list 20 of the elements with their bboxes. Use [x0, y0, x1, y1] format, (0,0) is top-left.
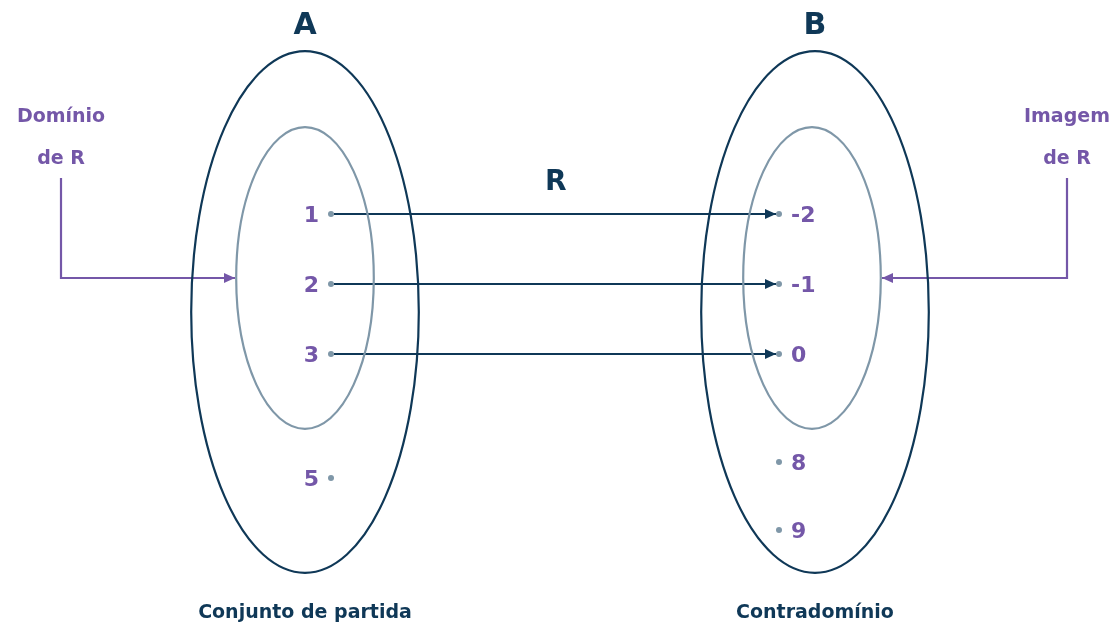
element-value: 5: [303, 465, 319, 491]
leader-arrow: [882, 178, 1069, 283]
callout-text: Domínio de R: [15, 103, 107, 170]
arrow: [334, 209, 776, 219]
set-label: B: [802, 5, 828, 43]
element-value: 2: [303, 271, 319, 297]
element-value: 3: [303, 341, 319, 367]
element-value: 1: [303, 201, 319, 227]
element-value: 0: [791, 341, 807, 367]
set-caption: Contradomínio: [735, 599, 895, 624]
callout-text: Imagem de R: [1023, 103, 1111, 170]
element-value: -2: [791, 201, 816, 227]
leader-arrow: [59, 178, 235, 283]
arrow: [334, 279, 776, 289]
set-caption: Conjunto de partida: [197, 599, 413, 624]
element-value: 8: [791, 449, 807, 475]
arrow: [334, 349, 776, 359]
element-value: -1: [791, 271, 816, 297]
element-value: 9: [791, 517, 807, 543]
set-label: A: [292, 5, 318, 43]
